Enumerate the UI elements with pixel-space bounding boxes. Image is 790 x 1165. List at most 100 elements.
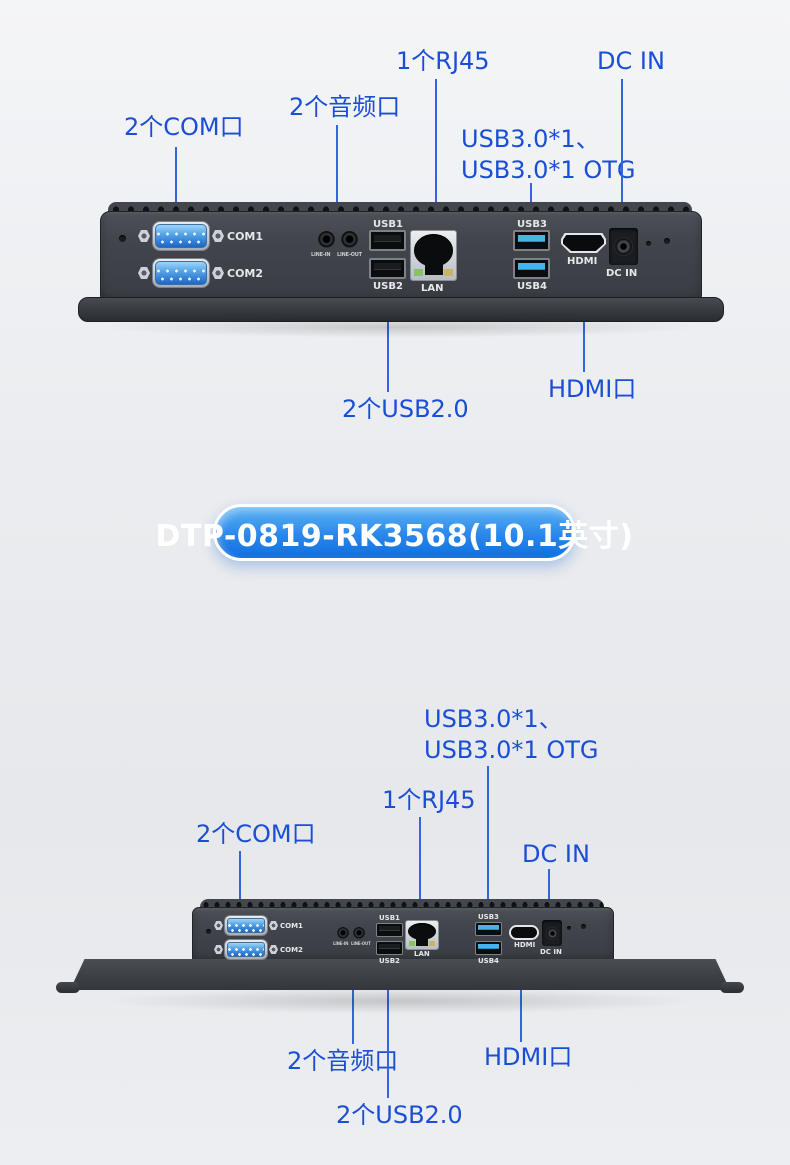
dc-in-port: [542, 920, 562, 946]
hex-screw: [138, 267, 150, 279]
callout-usb2-top: 2个USB2.0: [342, 395, 469, 423]
leader-line-dcin-top: [621, 79, 623, 233]
mount-hole: [646, 241, 651, 246]
device-base-plate-bottom: [70, 959, 730, 990]
leader-line-audio-bottom: [352, 940, 354, 1044]
com2-label: COM2: [227, 266, 264, 280]
com1-label: COM1: [227, 229, 264, 243]
hex-screw: [269, 921, 278, 930]
device-shadow-bottom: [100, 988, 700, 1014]
dc-barrel-jack: [614, 237, 633, 256]
callout-usb3-bottom-line2: USB3.0*1 OTG: [424, 736, 599, 764]
hdmi-opening: [511, 927, 537, 938]
db9-pins: [155, 261, 207, 285]
device-bezel-band-top: [78, 297, 724, 322]
usb2-label: USB2: [379, 957, 400, 965]
com1-port-bottom: COM1: [214, 916, 303, 935]
callout-com-bottom: 2个COM口: [196, 820, 316, 848]
mount-hole: [206, 929, 211, 934]
usb1-label: USB1: [379, 914, 400, 922]
com2-port: COM2: [138, 259, 263, 287]
usb3-label: USB3: [478, 913, 499, 921]
com1-port: COM1: [138, 222, 263, 250]
dc-in-label: DC IN: [606, 268, 638, 279]
leader-line-usb2-top: [387, 266, 389, 392]
usb-tongue: [478, 925, 499, 930]
callout-audio-top: 2个音频口: [289, 93, 401, 121]
leader-line-dcin-bottom: [548, 869, 550, 919]
callout-usb3-bottom: USB3.0*1、 USB3.0*1 OTG: [424, 704, 598, 766]
line-in-label: LINE-IN: [333, 941, 349, 946]
line-in-jack: [318, 231, 335, 248]
dc-in-port: [609, 228, 638, 265]
db9-connector: [225, 916, 267, 935]
callout-usb2-bottom: 2个USB2.0: [336, 1101, 463, 1129]
mount-hole: [119, 235, 126, 242]
com1-label: COM1: [280, 921, 303, 930]
line-out-label: LINE-OUT: [351, 941, 371, 946]
hdmi-label: HDMI: [567, 256, 598, 267]
usb4-port: [475, 941, 502, 955]
hex-screw: [214, 945, 223, 954]
leader-line-rj45-bottom: [419, 817, 421, 919]
callout-dcin-bottom: DC IN: [522, 840, 590, 868]
callout-usb3-bottom-line1: USB3.0*1、: [424, 705, 563, 733]
usb4-label: USB4: [517, 281, 547, 292]
hex-screw: [138, 230, 150, 242]
callout-hdmi-bottom: HDMI口: [484, 1043, 573, 1071]
com2-port-bottom: COM2: [214, 940, 303, 959]
mount-hole: [664, 238, 670, 244]
lan-port: [406, 921, 438, 949]
callout-usb3-top-line1: USB3.0*1、: [461, 125, 600, 153]
usb-tongue: [374, 263, 401, 270]
usb2-port: [369, 258, 406, 279]
mount-hole: [567, 926, 571, 930]
plate-lip-left: [56, 982, 80, 993]
hex-screw: [269, 945, 278, 954]
lan-led-green: [409, 941, 415, 946]
leader-line-com-top: [175, 147, 177, 229]
leader-line-rj45-top: [435, 79, 437, 231]
db9-connector: [225, 940, 267, 959]
usb-tongue: [518, 235, 545, 242]
usb-tongue: [379, 926, 400, 931]
usb1-port: [369, 230, 406, 251]
usb2-label: USB2: [373, 281, 403, 292]
callout-rj45-top: 1个RJ45: [396, 47, 490, 75]
hex-screw: [214, 921, 223, 930]
leader-line-com-bottom: [239, 851, 241, 915]
line-in-jack: [337, 927, 349, 939]
usb3-label: USB3: [517, 219, 547, 230]
device-shadow-top: [90, 316, 710, 338]
usb1-port: [376, 923, 403, 937]
callout-dcin-top: DC IN: [597, 47, 665, 75]
com2-label: COM2: [280, 945, 303, 954]
usb1-label: USB1: [373, 219, 403, 230]
line-in-label: LINE-IN: [311, 252, 331, 258]
callout-usb3-top-line2: USB3.0*1 OTG: [461, 156, 636, 184]
dc-barrel-jack: [546, 927, 559, 940]
hex-screw: [212, 267, 224, 279]
rj45-tab: [415, 937, 429, 946]
rj45-opening: [414, 234, 453, 267]
dc-in-label: DC IN: [540, 948, 562, 956]
line-out-label: LINE-OUT: [337, 252, 362, 258]
lan-port: [411, 231, 456, 280]
usb2-port: [376, 941, 403, 955]
lan-led-green: [414, 269, 423, 276]
lan-label: LAN: [421, 283, 444, 294]
db9-pins: [227, 918, 265, 933]
leader-line-usb3-bottom: [487, 766, 489, 918]
usb-tongue: [478, 944, 499, 949]
rj45-tab: [424, 263, 443, 275]
callout-com-top: 2个COM口: [124, 113, 244, 141]
usb4-port: [513, 258, 550, 279]
callout-usb3-top: USB3.0*1、 USB3.0*1 OTG: [461, 124, 635, 186]
db9-connector: [153, 259, 209, 287]
hdmi-port: [561, 233, 606, 253]
model-badge: DTP-0819-RK3568(10.1英寸): [156, 504, 633, 561]
hex-screw: [212, 230, 224, 242]
leader-line-usb2-bottom: [387, 952, 389, 1098]
usb-tongue: [374, 235, 401, 242]
